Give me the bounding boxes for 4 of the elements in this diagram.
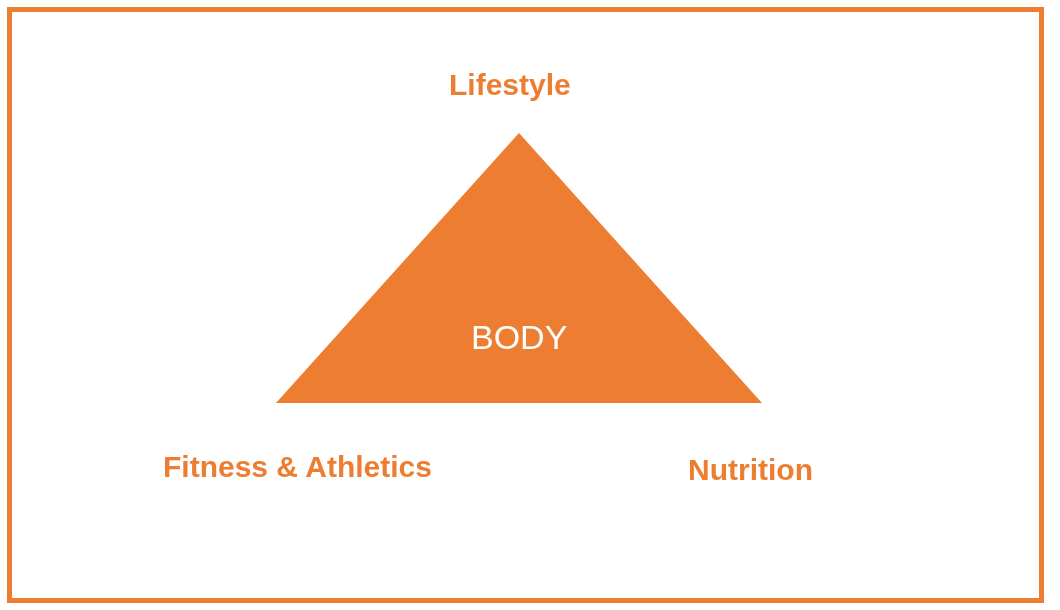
node-label: BODY <box>471 320 568 354</box>
corner-label: Fitness & Athletics <box>163 452 432 482</box>
corner-label: Lifestyle <box>449 70 571 100</box>
corner-label: Nutrition <box>688 455 813 485</box>
